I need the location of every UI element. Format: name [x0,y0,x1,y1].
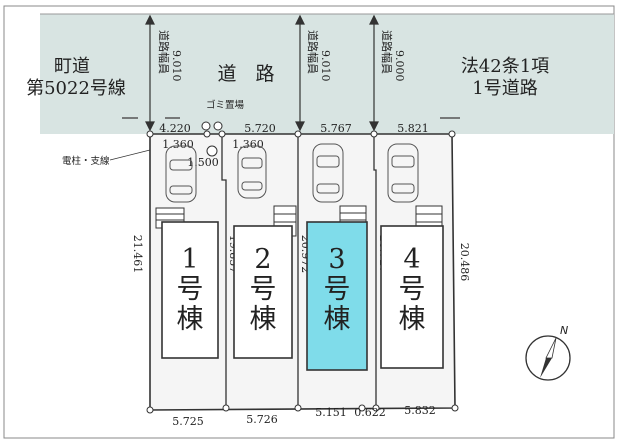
garbage-marker-3 [206,145,218,157]
svg-text:道路幅員: 道路幅員 [380,30,394,74]
building-4-label: 4 号 棟 [399,244,426,335]
svg-text:9.000: 9.000 [393,50,406,82]
svg-text:20.486: 20.486 [458,243,471,282]
svg-text:21.461: 21.461 [131,235,144,274]
dim-top-4: 5.821 [397,122,429,135]
dim-side-1: 21.461 [131,235,144,274]
svg-text:号: 号 [250,274,277,305]
dim-bottom-5: 5.832 [404,404,436,417]
road-width-arrows [145,14,379,132]
compass-icon: N [525,324,571,381]
car-icon [387,143,419,203]
road-right-line2: 1号道路 [472,78,537,99]
road-center: 道 路 [217,63,274,85]
dim-bottom-1: 5.725 [172,415,204,428]
svg-text:号: 号 [399,274,426,305]
garbage-marker-1 [201,121,211,131]
building-1-label: 1 号 棟 [177,244,204,335]
building-3 [306,221,368,371]
boundary-markers [146,130,459,414]
road-left-line1: 町道 [54,56,90,77]
dim-top-2: 5.720 [244,122,276,135]
road-area [40,14,614,134]
road-width-label-2: 道路幅員 9.010 [306,30,332,82]
dim-top-1: 4.220 [159,122,191,135]
building-2-label: 2 号 棟 [250,244,277,335]
svg-text:棟: 棟 [177,304,204,335]
building-4 [380,225,444,369]
car-icon [312,143,344,203]
car-icon [237,145,267,199]
road-width-label-1: 道路幅員 9.010 [157,30,183,82]
dim-bottom-4: 0.622 [354,406,386,419]
svg-text:4: 4 [403,244,420,275]
svg-text:N: N [560,324,568,337]
lot-divider-1 [221,134,227,410]
garbage-marker-2 [213,121,223,131]
garbage-label: ゴミ置場 [206,99,245,111]
svg-text:号: 号 [324,274,351,305]
road-width-label-3: 道路幅員 9.000 [380,30,406,82]
dim-bottom-3: 5.151 [315,406,347,419]
svg-text:棟: 棟 [324,304,351,335]
road-left-line2: 第5022号線 [26,78,126,99]
dim-small-3: 1.360 [232,138,264,151]
dim-small-1: 1.360 [162,138,194,151]
svg-text:道路幅員: 道路幅員 [157,30,171,74]
building-1 [161,221,219,359]
svg-text:棟: 棟 [250,304,277,335]
svg-text:3: 3 [328,244,345,275]
svg-text:9.010: 9.010 [319,50,332,82]
svg-text:1: 1 [181,244,198,275]
dim-small-2: 1.500 [187,156,219,169]
svg-text:棟: 棟 [399,304,426,335]
pole-leader [109,149,151,161]
dim-bottom-2: 5.726 [246,413,278,426]
lot-divider-3 [373,134,377,408]
dim-top-3: 5.767 [320,122,352,135]
svg-text:道路幅員: 道路幅員 [306,30,320,74]
svg-text:2: 2 [254,244,271,275]
dim-side-5: 20.486 [458,243,471,282]
pole-label: 電柱・支線 [62,155,110,167]
road-right-line1: 法42条1項 [461,56,549,77]
frame [3,5,615,439]
svg-text:号: 号 [177,274,204,305]
building-3-label: 3 号 棟 [324,244,351,335]
building-2 [233,225,293,359]
svg-text:9.010: 9.010 [170,50,183,82]
car-icon [165,145,197,203]
